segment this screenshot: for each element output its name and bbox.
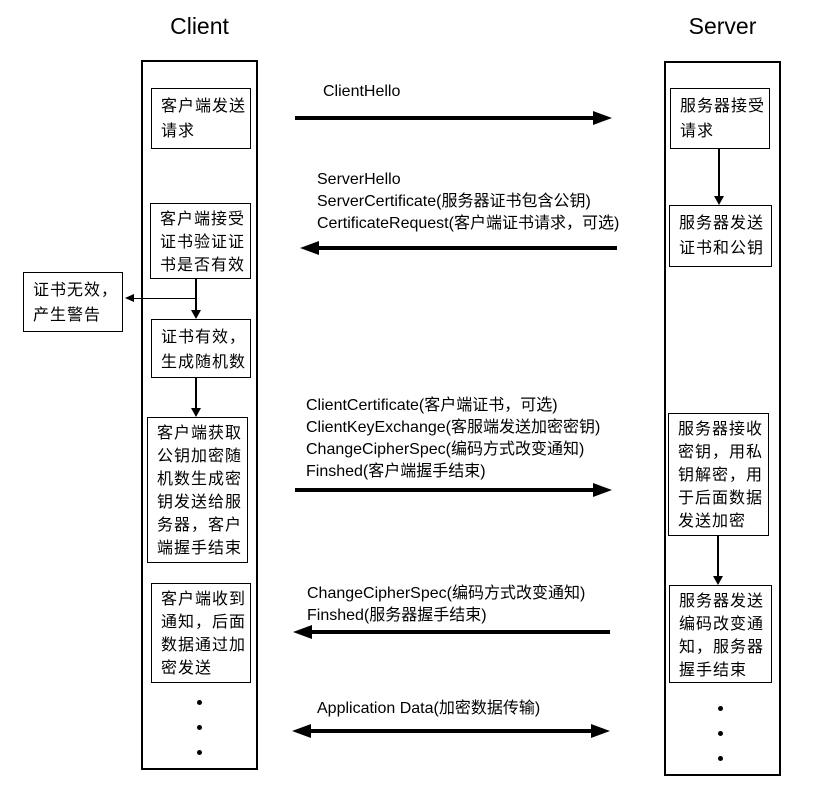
arrowhead-left — [125, 294, 134, 302]
ellipsis-dot — [197, 700, 202, 705]
arrow-line — [295, 116, 596, 120]
client-step-verify-cert: 客户端接受 证书验证证 书是否有效 — [150, 203, 251, 279]
message-line: ClientHello — [323, 83, 401, 100]
arrowhead-right — [593, 111, 612, 125]
clienthello-arrow — [295, 111, 612, 125]
ellipsis-dot — [197, 750, 202, 755]
client-step-receive-notice: 客户端收到 通知，后面 数据通过加 密发送 — [151, 583, 251, 683]
ellipsis-dot — [718, 706, 723, 711]
message-line: ChangeCipherSpec(编码方式改变通知) — [306, 441, 585, 458]
message-line: CertificateRequest(客户端证书请求，可选) — [317, 215, 620, 232]
message-line: Application Data(加密数据传输) — [317, 700, 541, 717]
server-step-receive-key: 服务器接收 密钥，用私 钥解密，用 于后面数据 发送加密 — [668, 413, 769, 536]
client-verify-flow-arrow — [190, 279, 202, 319]
arrow-line — [134, 297, 196, 299]
client-finish-arrow — [295, 483, 612, 497]
arrowhead-down — [713, 576, 723, 585]
message-line: ServerHello — [317, 171, 401, 188]
arrow-line — [295, 488, 596, 492]
arrowhead-down — [191, 310, 201, 319]
arrowhead-right — [591, 724, 610, 738]
cert-invalid-branch-arrow — [125, 294, 196, 303]
ellipsis-dot — [718, 756, 723, 761]
server-step-send-cert: 服务器发送 证书和公钥 — [669, 205, 772, 267]
client-finish-label: ClientCertificate(客户端证书，可选) ClientKeyExc… — [306, 395, 600, 483]
arrow-line — [308, 729, 594, 733]
arrowhead-left — [300, 241, 319, 255]
server-step-accept-request: 服务器接受 请求 — [670, 88, 770, 149]
server-finish-label: ChangeCipherSpec(编码方式改变通知) Finshed(服务器握手… — [307, 583, 585, 627]
arrowhead-left — [293, 625, 312, 639]
application-data-arrow — [292, 724, 610, 738]
arrowhead-left — [292, 724, 311, 738]
application-data-label: Application Data(加密数据传输) — [317, 698, 540, 720]
server-step-send-notice: 服务器发送 编码改变通 知，服务器 握手结束 — [669, 585, 772, 683]
message-line: ServerCertificate(服务器证书包含公钥) — [317, 193, 591, 210]
server-flow-arrow-1 — [713, 149, 725, 205]
server-title: Server — [688, 13, 757, 39]
arrow-line — [309, 630, 610, 634]
message-line: ClientCertificate(客户端证书，可选) — [306, 397, 558, 414]
client-step-cert-valid: 证书有效， 生成随机数 — [151, 319, 251, 378]
arrow-line — [316, 246, 617, 250]
serverhello-arrow — [300, 241, 617, 255]
serverhello-label: ServerHello ServerCertificate(服务器证书包含公钥)… — [317, 169, 619, 235]
message-line: ChangeCipherSpec(编码方式改变通知) — [307, 585, 586, 602]
ellipsis-dot — [197, 725, 202, 730]
client-valid-flow-arrow — [190, 378, 202, 417]
server-flow-arrow-2 — [712, 536, 724, 585]
ellipsis-dot — [718, 731, 723, 736]
arrowhead-right — [593, 483, 612, 497]
server-finish-arrow — [293, 625, 610, 639]
client-title: Client — [170, 13, 229, 39]
cert-invalid-warning-box: 证书无效， 产生警告 — [23, 272, 123, 332]
message-line: Finshed(客户端握手结束) — [306, 463, 486, 480]
arrow-line — [195, 279, 197, 311]
client-step-send-request: 客户端发送 请求 — [151, 88, 251, 149]
clienthello-label: ClientHello — [323, 81, 400, 103]
message-line: ClientKeyExchange(客服端发送加密密钥) — [306, 419, 601, 436]
arrowhead-down — [714, 196, 724, 205]
message-line: Finshed(服务器握手结束) — [307, 607, 487, 624]
arrow-line — [195, 378, 197, 409]
client-ellipsis — [197, 700, 202, 755]
arrowhead-down — [191, 408, 201, 417]
client-step-send-key: 客户端获取 公钥加密随 机数生成密 钥发送给服 务器，客户 端握手结束 — [147, 417, 248, 563]
arrow-line — [717, 536, 719, 577]
server-ellipsis — [718, 706, 723, 761]
arrow-line — [718, 149, 720, 197]
